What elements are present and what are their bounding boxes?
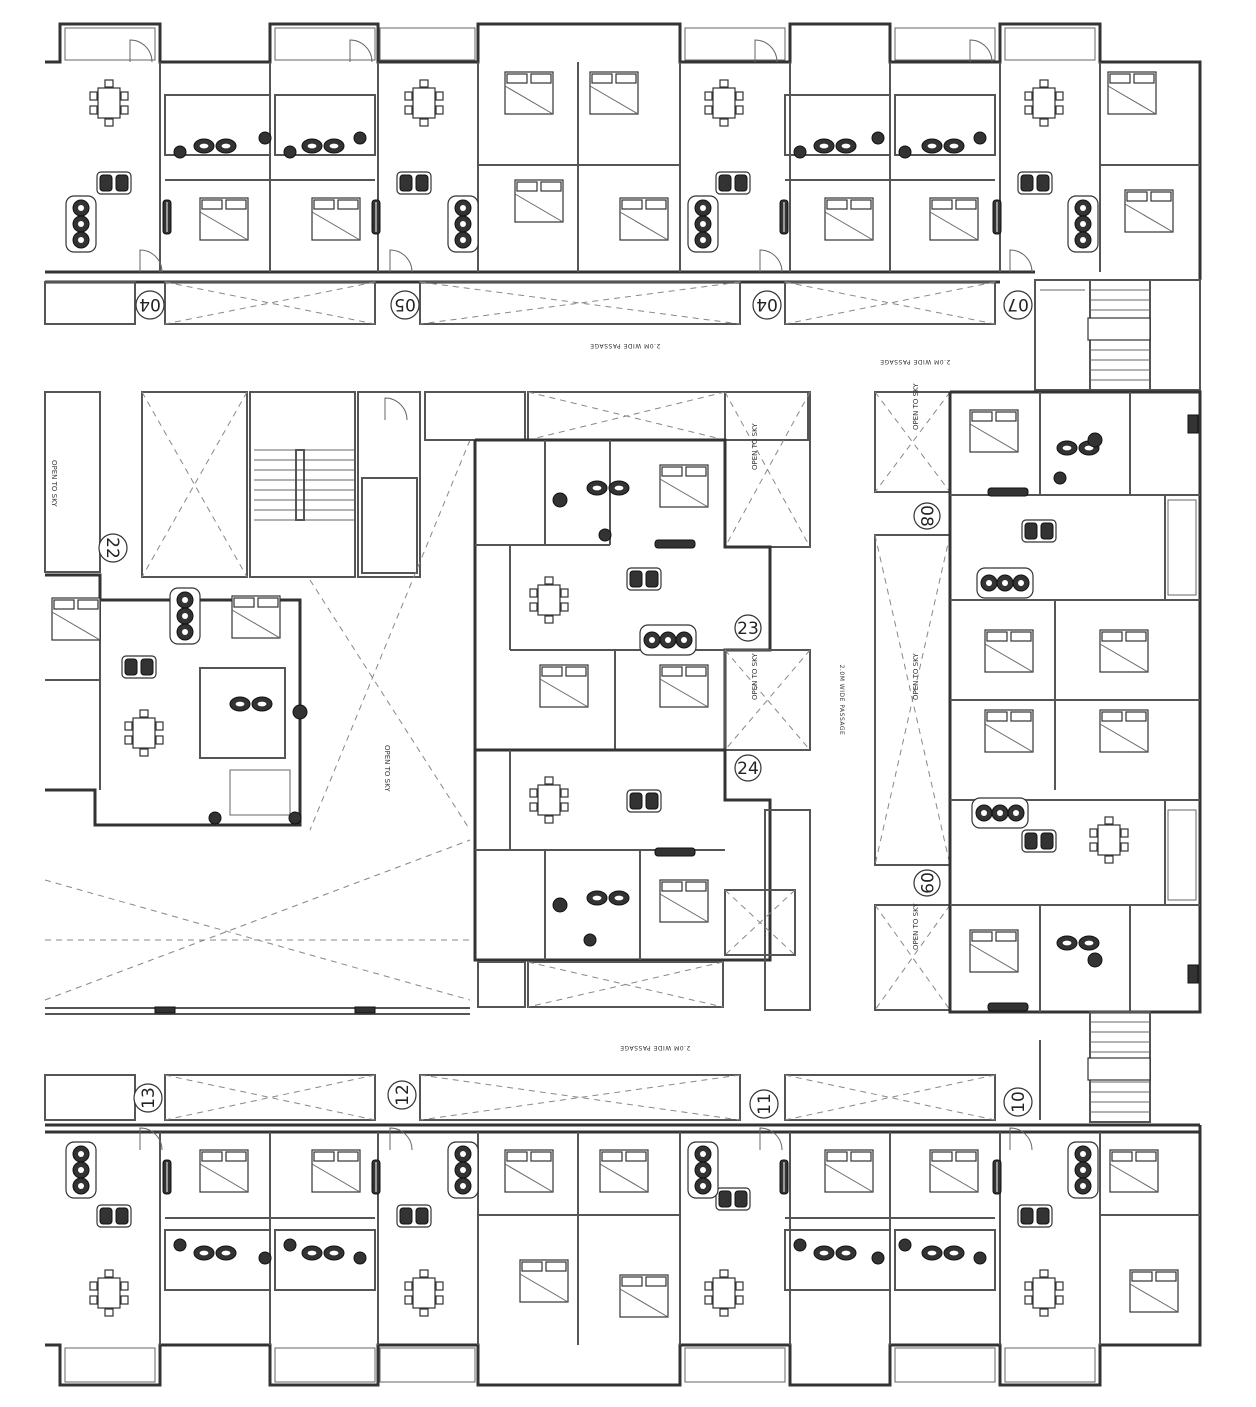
middle-center-block: OPEN TO SKY OPEN TO SKY 23 — [424, 391, 845, 1011]
unit-number-04a: 04 — [139, 294, 161, 314]
unit-number-05: 05 — [394, 294, 416, 314]
open-to-sky-label-mid-right: OPEN TO SKY — [912, 653, 920, 700]
unit-number-12: 12 — [393, 1084, 413, 1106]
middle-right-block: OPEN TO SKY OPEN TO SKY OPEN TO SKY — [874, 383, 1202, 1014]
open-to-sky-area-center: OPEN TO SKY — [44, 439, 471, 1015]
open-to-sky-label-08: OPEN TO SKY — [912, 383, 920, 430]
open-to-sky-label-09: OPEN TO SKY — [912, 903, 920, 950]
passage-label-top: 2.0M WIDE PASSAGE — [590, 342, 661, 349]
unit-number-10: 10 — [1009, 1091, 1029, 1113]
unit-number-13: 13 — [139, 1087, 159, 1109]
unit-number-11: 11 — [755, 1093, 775, 1115]
top-apartment-row — [45, 22, 1202, 284]
passage-label-middle: 2.0M WIDE PASSAGE — [838, 665, 845, 736]
bottom-apartment-row — [45, 1123, 1202, 1387]
top-open-to-sky-row — [44, 281, 996, 325]
open-to-sky-label-23: OPEN TO SKY — [751, 423, 759, 470]
unit-number-07: 07 — [1007, 294, 1029, 314]
open-to-sky-label-center: OPEN TO SKY — [383, 745, 391, 792]
top-unit-numbers: 04 05 04 07 — [135, 290, 1033, 320]
passage-label-right: 2.0M WIDE PASSAGE — [880, 358, 951, 365]
bottom-open-to-sky-row — [44, 1074, 996, 1121]
unit-number-09: 09 — [916, 872, 936, 894]
open-to-sky-label-left: OPEN TO SKY — [50, 460, 58, 507]
passage-label-bottom: 2.0M WIDE PASSAGE — [620, 1044, 691, 1051]
open-to-sky-label-24: OPEN TO SKY — [751, 653, 759, 700]
unit-number-04b: 04 — [756, 294, 778, 314]
unit-number-22: 22 — [102, 537, 122, 559]
unit-number-08: 08 — [916, 505, 936, 527]
staircase-bottom-right — [1039, 1011, 1151, 1123]
middle-left-block: OPEN TO SKY — [44, 391, 421, 827]
bottom-unit-numbers: 13 12 11 10 — [133, 1080, 1033, 1119]
unit-number-23: 23 — [737, 619, 759, 639]
unit-number-24: 24 — [737, 759, 759, 779]
staircase-top-right — [1034, 279, 1201, 391]
